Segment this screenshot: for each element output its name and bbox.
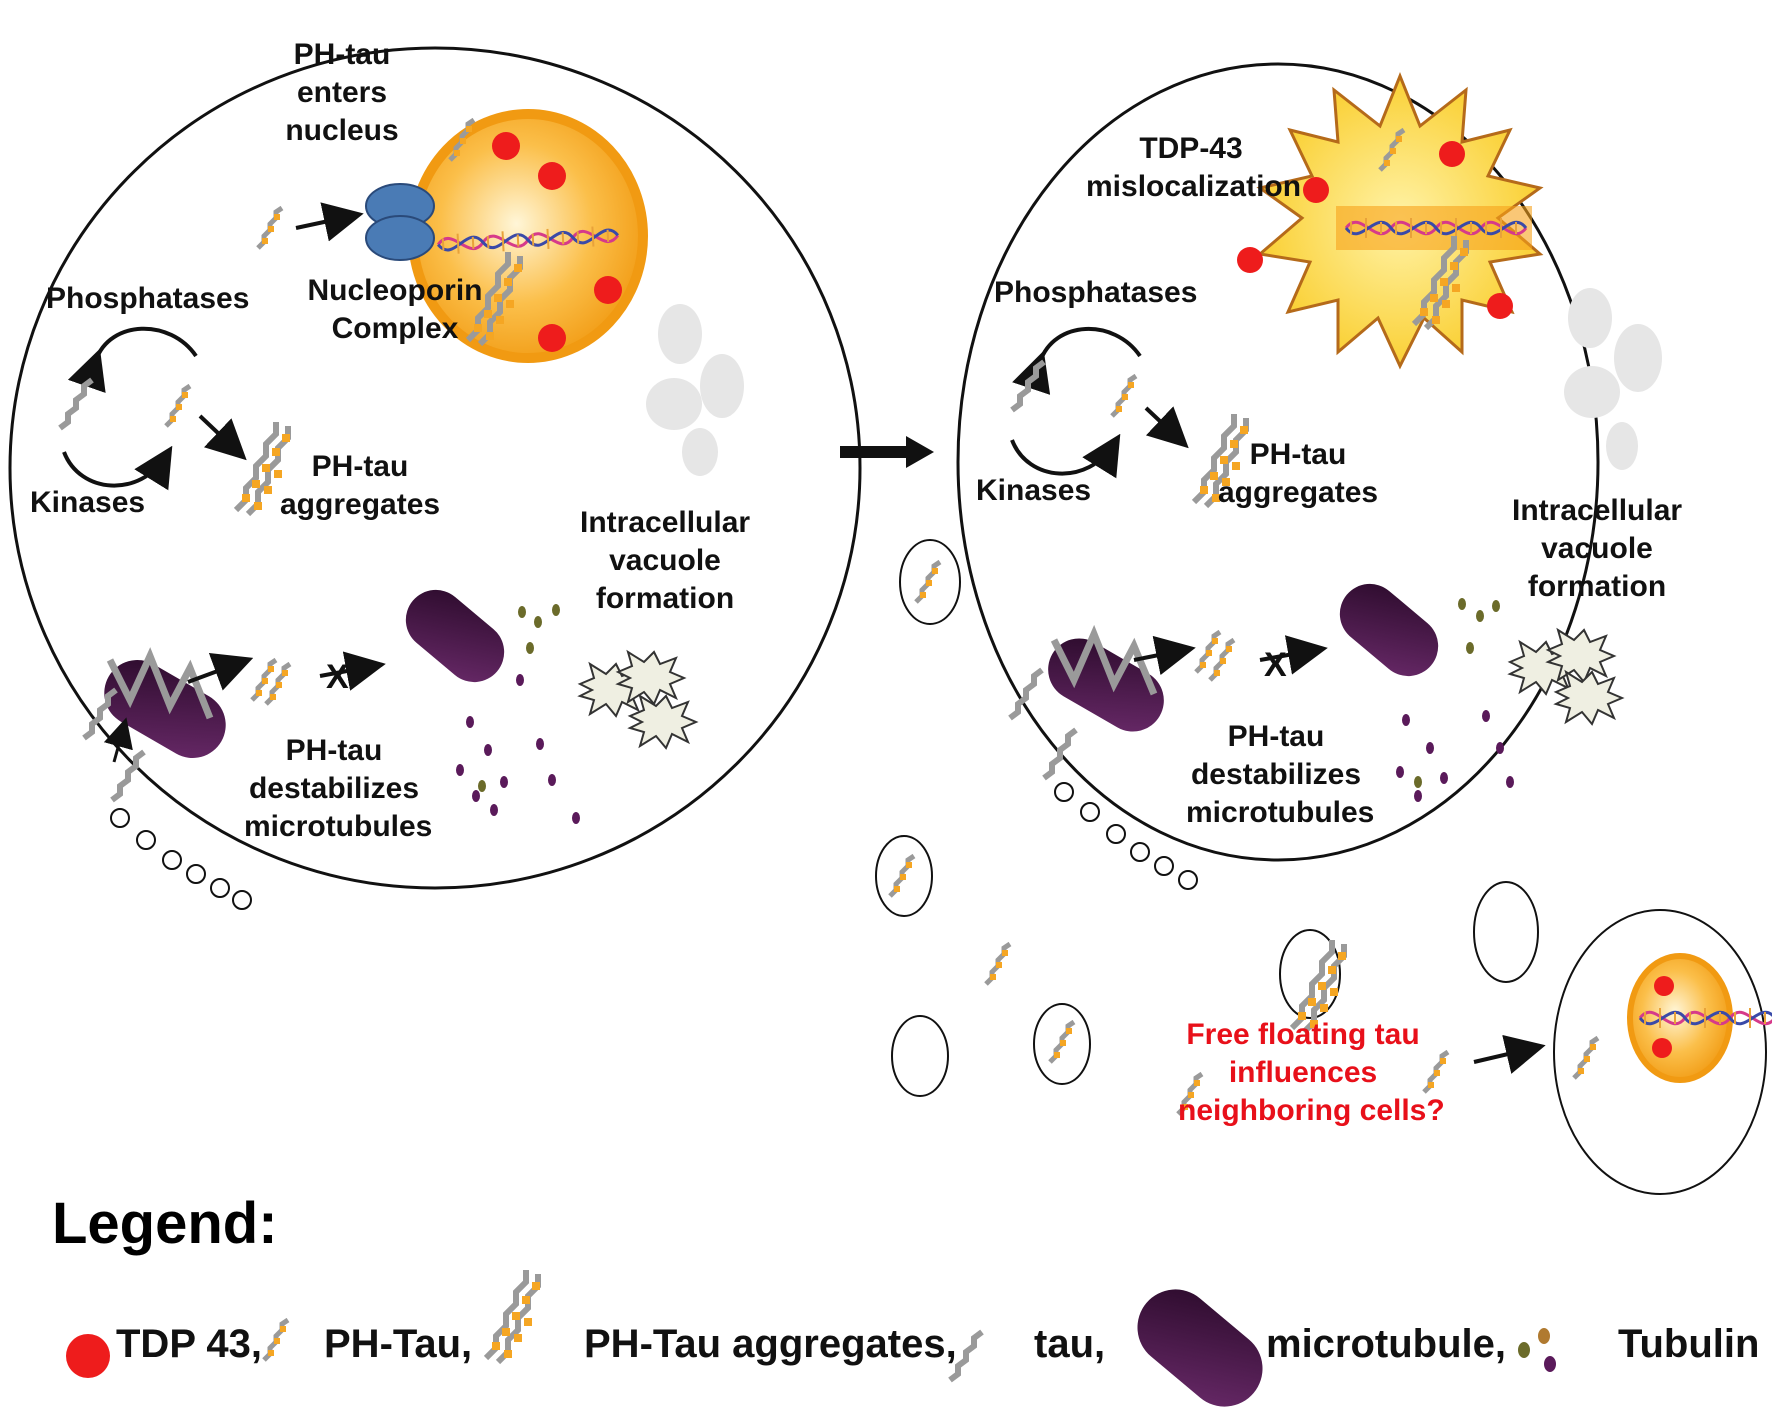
extracellular-vesicles: [875, 539, 1539, 1114]
label-line: destabilizes: [248, 772, 420, 805]
label-line: Intracellular: [580, 506, 751, 539]
label-line: influences: [1228, 1056, 1378, 1089]
nucleus: [408, 109, 648, 363]
legend-aggregate-icon: [486, 1270, 540, 1362]
transition-arrow: [840, 436, 934, 468]
tdp43-dot: [538, 162, 566, 190]
label-line: vacuole: [1541, 532, 1653, 565]
tdp43-dot: [1439, 141, 1465, 167]
legend-title: Legend:: [52, 1191, 278, 1256]
label-line: TDP-43: [1139, 132, 1243, 165]
label-line: Nucleoporin: [307, 274, 483, 307]
disintegrating-microtubule: [405, 589, 580, 824]
label-line: Intracellular: [1512, 494, 1683, 527]
legend-icons: [66, 1270, 1556, 1407]
ph-tau-aggregates-label-right: PH-tau aggregates: [1218, 436, 1378, 512]
legend-item-tau: tau,: [1034, 1322, 1106, 1366]
label-line: Complex: [331, 312, 459, 345]
phosphatases-label-right: Phosphatases: [994, 276, 1198, 309]
ph-tau-enters-label: PH-tau enters nucleus: [282, 36, 402, 150]
label-line: microtubules: [1186, 796, 1375, 829]
label-line: microtubules: [244, 810, 433, 843]
tdp43-mislocalized: [1237, 247, 1263, 273]
label-line: aggregates: [1218, 476, 1379, 509]
label-line: PH-tau: [285, 734, 383, 767]
tdp43-dot: [1487, 293, 1513, 319]
label-line: nucleus: [285, 114, 399, 147]
label-line: PH-tau: [1227, 720, 1325, 753]
label-line: vacuole: [609, 544, 721, 577]
ph-tau-aggregates-label-left: PH-tau aggregates: [280, 448, 440, 524]
legend-item-tdp43: TDP 43,: [116, 1322, 262, 1366]
label-line: PH-tau: [311, 450, 409, 483]
kinases-label-left: Kinases: [30, 486, 146, 519]
free-floating-question: Free floating tau influences neighboring…: [1178, 1016, 1445, 1130]
nucleoporin-label: Nucleoporin Complex: [300, 272, 490, 348]
legend-microtubule-icon: [1137, 1289, 1263, 1407]
label-line: neighboring cells?: [1178, 1094, 1445, 1127]
legend-tubulin-icon: [1518, 1328, 1556, 1372]
label-line: PH-tau: [293, 38, 391, 71]
label-line: destabilizes: [1190, 758, 1362, 791]
destabilizes-label-left: PH-tau destabilizes microtubules: [244, 732, 433, 846]
tdp43-dot: [538, 324, 566, 352]
label-line: enters: [296, 76, 388, 109]
neighbor-cell: [1473, 909, 1772, 1195]
left-cell: [8, 46, 862, 910]
blocked-mark: X: [326, 658, 349, 696]
tdp43-dot: [492, 132, 520, 160]
microtubule: [104, 647, 226, 758]
nucleoporin-complex: [365, 183, 435, 261]
right-cell: [956, 62, 1662, 890]
label-line: PH-tau: [1249, 438, 1347, 471]
legend-item-ph-tau: PH-Tau,: [324, 1322, 473, 1366]
phosphatases-label-left: Phosphatases: [46, 282, 250, 315]
legend-ph-tau-icon: [264, 1320, 288, 1360]
destabilizes-label-right: PH-tau destabilizes microtubules: [1186, 718, 1375, 832]
tdp43-mislocalization-label: TDP-43 mislocalization: [1086, 130, 1302, 206]
legend-tdp43-icon: [66, 1334, 110, 1378]
kinases-label-right: Kinases: [976, 474, 1092, 507]
label-line: aggregates: [280, 488, 441, 521]
vacuole-label-left: Intracellular vacuole formation: [580, 504, 750, 618]
legend-item-tubulin: Tubulin: [1618, 1322, 1760, 1366]
label-line: mislocalization: [1086, 170, 1302, 203]
blocked-mark: X: [1264, 646, 1287, 684]
tdp43-dot: [594, 276, 622, 304]
legend-item-ph-tau-aggregates: PH-Tau aggregates,: [584, 1322, 957, 1366]
label-line: formation: [595, 582, 735, 615]
legend-item-microtubule: microtubule,: [1266, 1322, 1507, 1366]
label-line: Free floating tau: [1186, 1018, 1420, 1051]
tdp43-mislocalized: [1303, 177, 1329, 203]
label-line: formation: [1527, 570, 1667, 603]
vacuole-label-right: Intracellular vacuole formation: [1512, 492, 1682, 606]
